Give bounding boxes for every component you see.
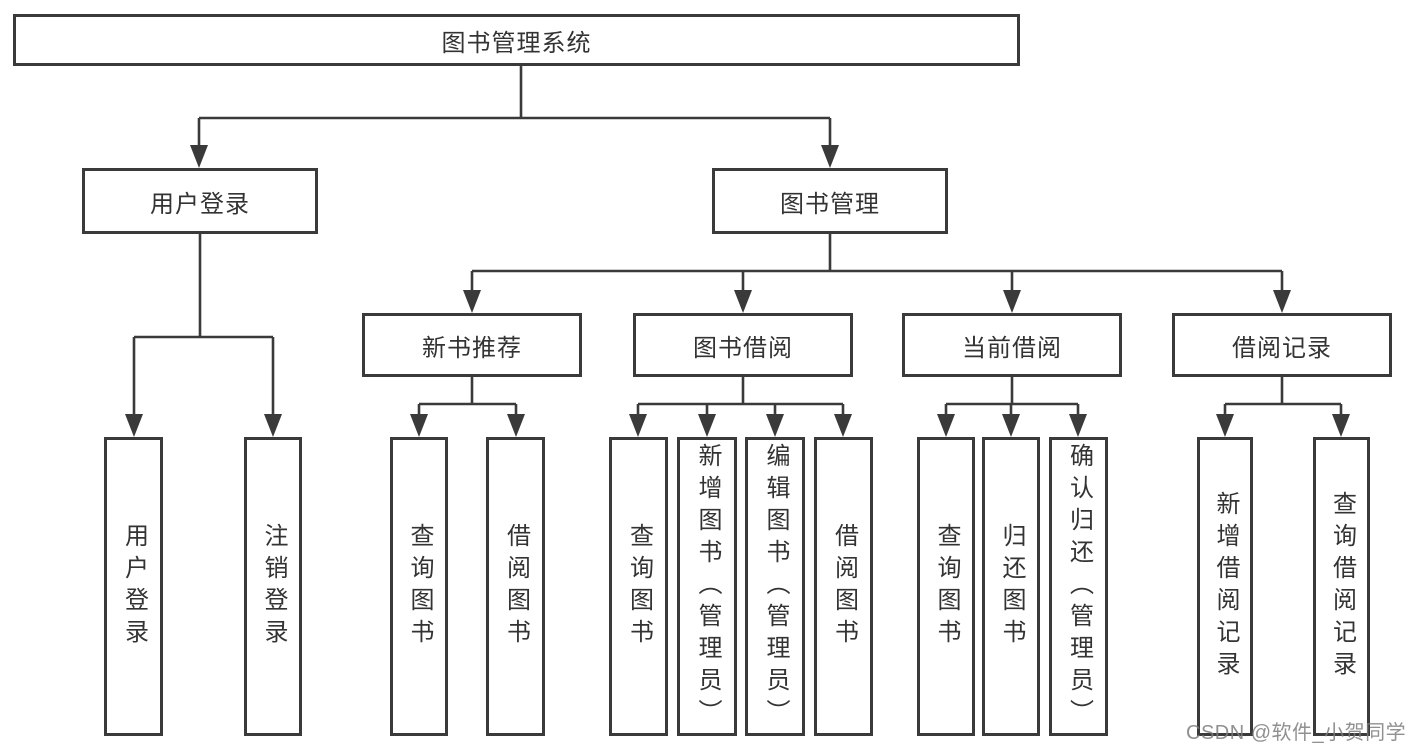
node-current-borrow: 当前借阅 [902,313,1122,377]
leaf-label: 编辑图书（管理员） [762,442,789,731]
arrowhead [410,414,428,437]
arrowhead [766,414,784,437]
leaf-label: 查询图书 [625,522,653,651]
arrowhead [1216,414,1234,437]
node-label: 借阅记录 [1232,334,1332,362]
leaf-label: 新增借阅记录 [1212,490,1239,683]
leaf-edit-book-admin: 编辑图书（管理员） [745,437,805,736]
node-user-login: 用户登录 [82,168,318,234]
arrowhead [463,290,481,313]
arrowhead [1069,414,1087,437]
leaf-add-borrow-record: 新增借阅记录 [1197,437,1253,736]
leaf-label: 查询图书 [933,522,960,651]
leaf-recommend-query-books: 查询图书 [390,437,448,736]
leaf-borrow-books: 借阅图书 [814,437,873,736]
arrowhead [1002,414,1020,437]
csdn-watermark: CSDN @软件_小贺同学 [1186,722,1405,744]
node-label: 图书管理 [780,190,880,218]
node-borrow-records: 借阅记录 [1172,313,1392,377]
leaf-query-borrow-record: 查询借阅记录 [1313,437,1370,736]
arrowhead [734,290,752,313]
leaf-logout: 注销登录 [244,437,302,736]
leaf-return-book: 归还图书 [982,437,1040,736]
arrowhead [1332,414,1350,437]
node-new-book-recommend: 新书推荐 [362,313,582,377]
node-label: 图书借阅 [693,334,793,362]
arrowhead [1273,290,1291,313]
leaf-label: 查询借阅记录 [1328,490,1356,683]
node-book-management: 图书管理 [712,168,948,234]
leaf-label: 查询图书 [406,522,433,651]
arrowhead [937,414,955,437]
arrowhead [190,145,208,168]
node-label: 图书管理系统 [441,29,592,57]
leaf-label: 确认归还（管理员） [1065,442,1093,731]
node-system-root: 图书管理系统 [13,14,1020,66]
leaf-label: 新增图书（管理员） [694,442,721,731]
arrowhead [264,414,282,437]
leaf-label: 用户登录 [120,522,148,651]
leaf-label: 借阅图书 [502,522,530,651]
arrowhead [125,414,143,437]
arrowhead [834,414,852,437]
node-label: 用户登录 [150,190,250,218]
leaf-label: 归还图书 [998,522,1025,651]
leaf-confirm-return-admin: 确认归还（管理员） [1049,437,1108,736]
leaf-current-query-books: 查询图书 [917,437,975,736]
leaf-borrow-query-books: 查询图书 [609,437,668,736]
node-label: 新书推荐 [422,334,522,362]
leaf-recommend-borrow-books: 借阅图书 [486,437,545,736]
leaf-user-login: 用户登录 [104,437,163,736]
arrowhead [507,414,525,437]
arrowhead [698,414,716,437]
node-book-borrow: 图书借阅 [633,313,853,377]
leaf-label: 注销登录 [260,522,287,651]
node-label: 当前借阅 [962,334,1062,362]
arrowhead [629,414,647,437]
arrowhead [1003,290,1021,313]
leaf-add-book-admin: 新增图书（管理员） [677,437,737,736]
arrowhead [821,145,839,168]
leaf-label: 借阅图书 [830,522,858,651]
